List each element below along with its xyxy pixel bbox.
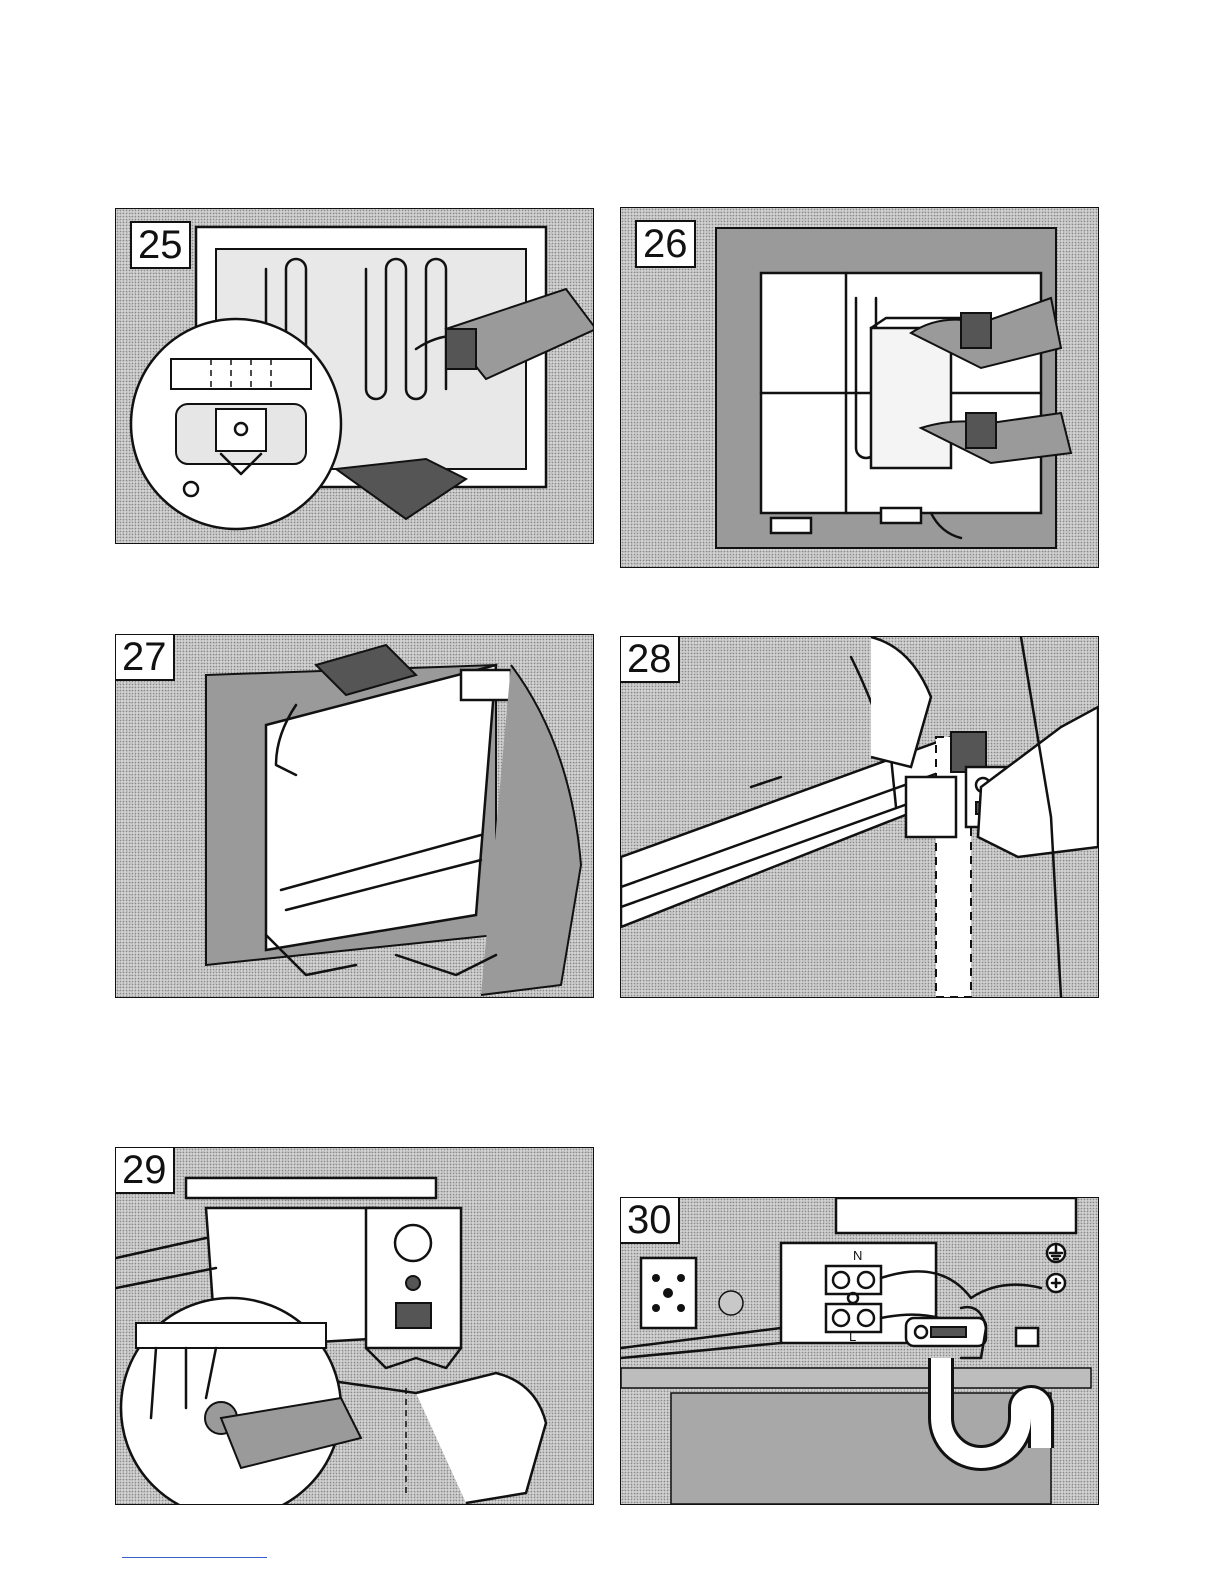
figure-29: 29: [115, 1147, 594, 1505]
screw-head-icon: [184, 482, 198, 496]
footer-link-underline[interactable]: [122, 1557, 267, 1558]
figure-number: 26: [635, 220, 696, 268]
screw-head-icon: [235, 423, 247, 435]
figure-27: 27: [115, 634, 594, 998]
figure-28: 28: [620, 636, 1099, 998]
figure-number: 27: [116, 635, 175, 681]
figure-number: 29: [116, 1148, 175, 1194]
figure-number: 30: [621, 1198, 680, 1244]
figure-26: 26: [620, 207, 1099, 568]
figure-28-illustration: [621, 637, 1098, 997]
figure-27-illustration: [116, 635, 593, 997]
figure-30: 30 N L: [620, 1197, 1099, 1505]
figure-30-illustration: N L: [621, 1198, 1098, 1504]
figure-number: 25: [130, 221, 191, 269]
live-terminal-label: L: [849, 1329, 856, 1344]
figure-25: 25: [115, 208, 594, 544]
figure-29-illustration: [116, 1148, 593, 1504]
figure-number: 28: [621, 637, 680, 683]
neutral-terminal-label: N: [853, 1248, 862, 1263]
